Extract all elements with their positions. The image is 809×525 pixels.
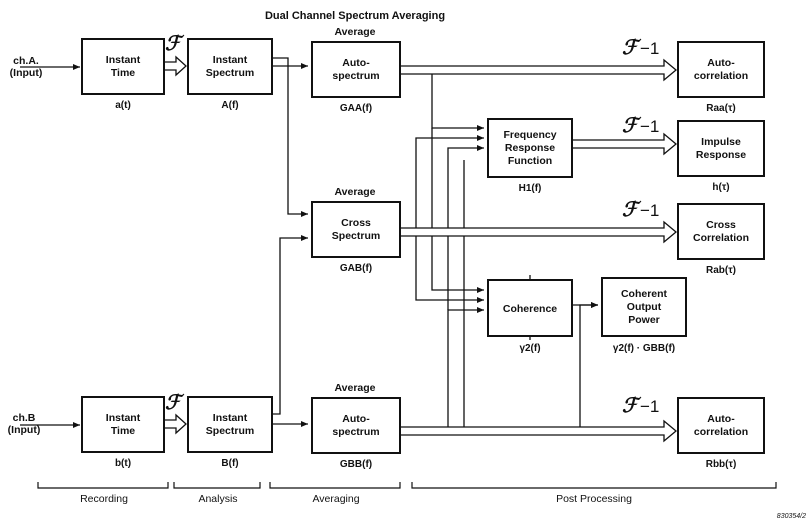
fourier-symbol: ℱ — [165, 33, 185, 55]
signal-lines — [20, 57, 598, 433]
box-label: Time — [111, 67, 135, 79]
box-label: Spectrum — [332, 230, 380, 242]
box-label: Instant — [213, 412, 248, 424]
box-label: Coherence — [503, 303, 557, 315]
box-label: Coherent — [621, 288, 668, 300]
figure-code: 830354/2 — [777, 513, 806, 520]
average-heading: Average — [334, 26, 375, 38]
gaa-to-coherence-line — [431, 128, 484, 293]
gab-to-coherence-line — [415, 233, 484, 303]
box-label: Cross — [706, 219, 736, 231]
inverse-fourier-symbol: ℱ — [622, 395, 642, 417]
transform-arrows — [163, 55, 678, 443]
signal-label: h(τ) — [712, 182, 729, 193]
signal-label: γ2(f) · GBB(f) — [613, 343, 675, 354]
fourier-symbol: ℱ — [165, 392, 185, 414]
signal-label: Rbb(τ) — [706, 459, 737, 470]
box-label: spectrum — [332, 426, 379, 438]
box-label: correlation — [694, 426, 748, 438]
inverse-arrow-rbb — [399, 419, 678, 443]
inverse-arrow-raa — [399, 58, 678, 82]
stage-analysis: Analysis — [198, 493, 237, 505]
stage-averaging: Averaging — [312, 493, 359, 505]
stage-post-processing: Post Processing — [556, 493, 632, 505]
input-a-label: ch.A. — [13, 55, 39, 67]
signal-label: A(f) — [221, 100, 238, 111]
input-a-label: (Input) — [10, 67, 43, 79]
gab-to-frf-line — [400, 135, 484, 234]
box-autocorrelation-a: Auto- correlation Raa(τ) — [677, 41, 765, 114]
box-label: Function — [508, 155, 552, 167]
box-coherence: Coherence γ2(f) — [487, 279, 573, 354]
box-label: Correlation — [693, 232, 749, 244]
gbb-to-coherence-line — [447, 307, 484, 432]
inverse-exponent: −1 — [640, 201, 659, 220]
inverse-exponent: −1 — [640, 117, 659, 136]
average-heading: Average — [334, 382, 375, 394]
box-instant-time-a: Instant Time a(t) — [81, 38, 165, 111]
box-label: Auto- — [342, 413, 370, 425]
box-impulse-response: Impulse Response h(τ) — [677, 120, 765, 193]
stage-recording: Recording — [80, 493, 128, 505]
box-label: Time — [111, 425, 135, 437]
fourier-arrow-b — [163, 413, 187, 435]
box-label: correlation — [694, 70, 748, 82]
signal-label: b(t) — [115, 458, 131, 469]
box-autospectrum-a: Average Auto- spectrum GAA(f) — [311, 26, 401, 114]
signal-label: Raa(τ) — [706, 103, 735, 114]
box-label: Spectrum — [206, 425, 254, 437]
fourier-arrow-a — [163, 55, 187, 77]
box-label: Instant — [106, 412, 141, 424]
box-label: spectrum — [332, 70, 379, 82]
signal-label: a(t) — [115, 100, 131, 111]
inverse-fourier-symbol: ℱ — [622, 199, 642, 221]
box-label: Response — [696, 149, 746, 161]
box-instant-spectrum-a: Instant Spectrum A(f) — [187, 38, 273, 111]
diagram-title: Dual Channel Spectrum Averaging — [265, 10, 445, 22]
signal-label: GAB(f) — [340, 263, 372, 274]
gbb-to-frf-line — [447, 145, 484, 310]
signal-label: GBB(f) — [340, 459, 372, 470]
box-label: Frequency — [503, 129, 556, 141]
average-heading: Average — [334, 186, 375, 198]
stage-brackets — [37, 482, 777, 489]
box-label: Instant — [213, 54, 248, 66]
box-autocorrelation-b: Auto- correlation Rbb(τ) — [677, 397, 765, 470]
box-label: Auto- — [342, 57, 370, 69]
box-label: Power — [628, 314, 660, 326]
signal-label: H1(f) — [519, 183, 542, 194]
box-frequency-response: Frequency Response Function H1(f) — [487, 118, 573, 194]
box-coherent-output-power: Coherent Output Power γ2(f) · GBB(f) — [601, 277, 687, 354]
box-cross-correlation: Cross Correlation Rab(τ) — [677, 203, 765, 276]
inverse-arrow-impulse — [571, 132, 678, 156]
af-to-cross-line — [272, 57, 308, 217]
box-label: Auto- — [707, 413, 735, 425]
bf-to-cross-line — [272, 235, 308, 415]
box-label: Response — [505, 142, 555, 154]
box-instant-time-b: Instant Time b(t) — [81, 396, 165, 469]
signal-label: GAA(f) — [340, 103, 372, 114]
signal-label: γ2(f) — [519, 343, 540, 354]
input-b-label: ch.B — [13, 412, 36, 424]
signal-label: Rab(τ) — [706, 265, 736, 276]
box-label: Auto- — [707, 57, 735, 69]
inverse-arrow-rab — [399, 220, 678, 244]
inverse-fourier-symbol: ℱ — [622, 115, 642, 137]
box-instant-spectrum-b: Instant Spectrum B(f) — [187, 396, 273, 469]
box-label: Output — [627, 301, 662, 313]
signal-label: B(f) — [221, 458, 238, 469]
inverse-fourier-symbol: ℱ — [622, 37, 642, 59]
box-label: Instant — [106, 54, 141, 66]
box-autospectrum-b: Average Auto- spectrum GBB(f) — [311, 382, 401, 470]
box-label: Spectrum — [206, 67, 254, 79]
box-label: Cross — [341, 217, 371, 229]
box-cross-spectrum: Average Cross Spectrum GAB(f) — [311, 186, 401, 274]
input-b-label: (Input) — [8, 424, 41, 436]
inverse-exponent: −1 — [640, 397, 659, 416]
gaa-to-frf-line — [400, 69, 484, 131]
inverse-exponent: −1 — [640, 39, 659, 58]
box-label: Impulse — [701, 136, 741, 148]
